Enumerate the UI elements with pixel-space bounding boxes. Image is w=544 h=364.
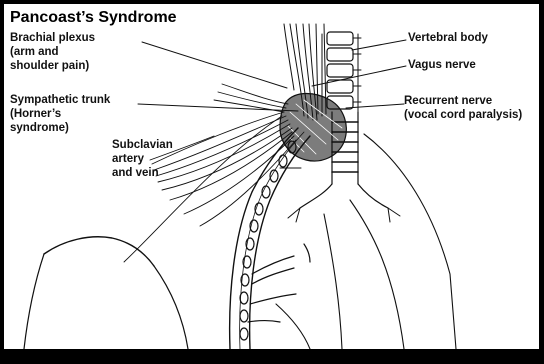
label-line: (arm and [10,45,59,59]
label-line: Subclavian [112,138,173,152]
subclavian-vessels [230,128,310,349]
chest-wall [276,134,456,349]
label-line: shoulder pain) [10,59,89,73]
diagram-title: Pancoast’s Syndrome [10,9,177,27]
tumour-mass [280,94,346,162]
label-line: (Horner’s [10,107,61,121]
label-line: syndrome) [10,121,69,135]
label-vagus-nerve: Vagus nerve [408,58,476,72]
label-line: Sympathetic trunk [10,93,110,107]
pancoast-anatomy-illustration [4,4,539,349]
diagram-canvas: Pancoast’s Syndrome Brachial plexus (arm… [4,4,539,349]
label-vertebral-body: Vertebral body [408,31,488,45]
label-line: Brachial plexus [10,31,95,45]
label-line: Recurrent nerve [404,94,492,108]
label-line: and vein [112,166,159,180]
label-line: (vocal cord paralysis) [404,108,522,122]
label-line: artery [112,152,144,166]
leader-lines [138,40,406,168]
